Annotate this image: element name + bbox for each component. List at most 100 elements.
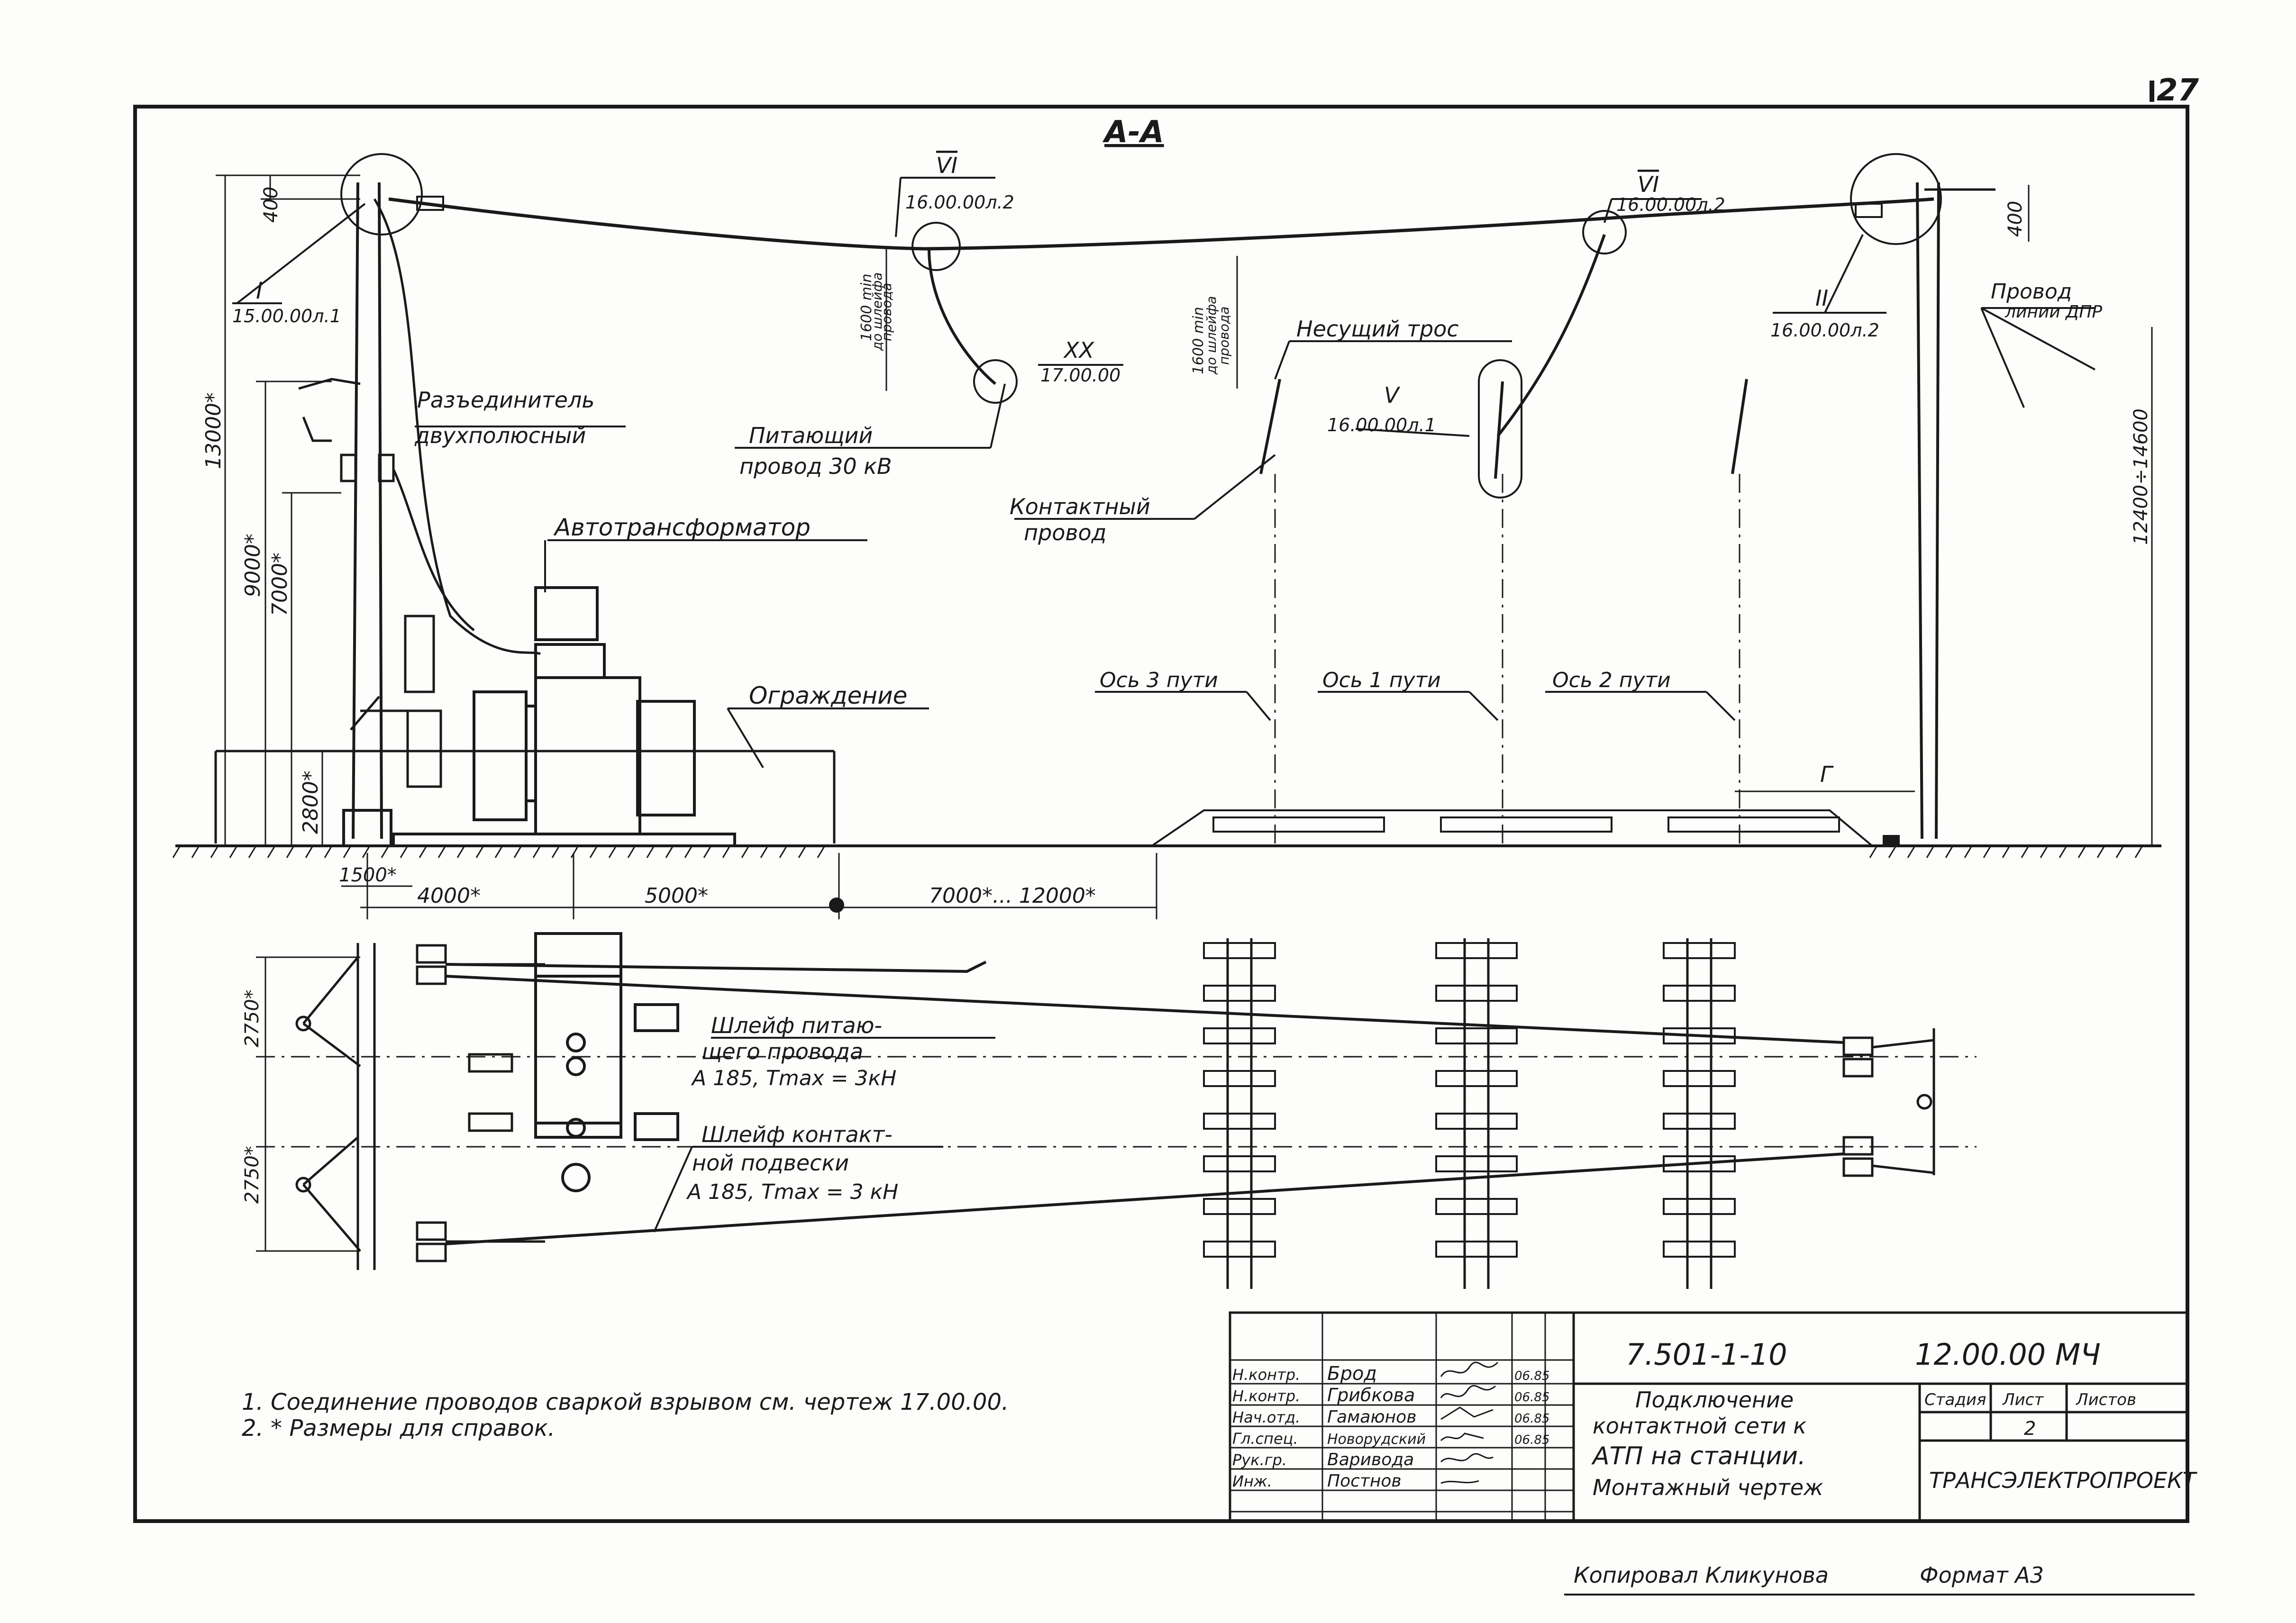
footer-copied: Копировал Кликунова — [1574, 1562, 1829, 1588]
plan-contact-loop-2: ной подвески — [692, 1150, 849, 1176]
insulator-left — [416, 196, 444, 211]
label-axis-2: Ось 2 пути — [1552, 668, 1671, 692]
plan-contact-leader-2 — [653, 1146, 693, 1233]
tb-role-2: Нач.отд. — [1232, 1408, 1300, 1426]
callout-5-num: XX — [1063, 337, 1095, 363]
track-axes — [1274, 474, 1740, 843]
signatures — [1440, 1361, 1499, 1484]
label-fence: Ограждение — [749, 682, 907, 709]
label-disconnector-1: Разъединитель — [417, 387, 594, 413]
detail-circle-4 — [1850, 153, 1942, 245]
detail-circle-2 — [911, 222, 961, 271]
switch-drive — [350, 615, 442, 788]
tb-date-1: 06.85 — [1514, 1390, 1549, 1405]
callout-2-ref: 16.00.00л.2 — [905, 192, 1014, 213]
callout-4-num: II — [1815, 285, 1828, 311]
note-2: 2. * Размеры для справок. — [242, 1415, 555, 1442]
dim-right-height: 12400÷14600 — [2130, 408, 2152, 545]
dim-5000: 5000* — [645, 884, 708, 908]
dimension-lines-left — [216, 174, 1157, 919]
label-gauge: Г — [1820, 762, 1834, 787]
right-pole — [1883, 182, 1940, 847]
sleepers-elevation — [1204, 809, 1840, 833]
tb-title-1: Подключение — [1635, 1387, 1794, 1413]
feeder-drop-right — [1496, 234, 1606, 437]
dim-400: 400 — [260, 187, 282, 223]
plan-contact-loop-3: А 185, Tmax = 3 кН — [686, 1180, 898, 1204]
plan-dimension-lines — [256, 956, 360, 1252]
label-feeder-1: Питающий — [749, 423, 873, 448]
sag-note-left-c: провода — [879, 283, 894, 341]
tb-title-4: Монтажный чертеж — [1593, 1475, 1823, 1500]
tb-drawing-code: 12.00.00 МЧ — [1915, 1337, 2101, 1372]
plan-contact-loop-1: Шлейф контакт- — [702, 1122, 893, 1147]
label-axis-3: Ось 3 пути — [1100, 668, 1218, 692]
plan-right-pole — [1842, 1028, 1935, 1177]
title-block-grid — [1229, 1311, 2189, 1523]
label-contact-1: Контактный — [1010, 494, 1150, 519]
tb-name-5: Постнов — [1327, 1471, 1402, 1491]
ground-hatching — [172, 845, 2143, 858]
sag-dimensions — [885, 249, 1238, 391]
tb-sheets-hdr: Листов — [2075, 1390, 2136, 1409]
callout-6-ref: 16.00.00л.1 — [1327, 415, 1436, 435]
track-ballast — [1151, 809, 1873, 847]
label-contact-2: провод — [1024, 520, 1106, 545]
tb-role-0: Н.контр. — [1232, 1366, 1300, 1384]
callout-3-ref: 16.00.00л.2 — [1616, 194, 1725, 215]
tb-role-4: Рук.гр. — [1232, 1451, 1287, 1469]
plan-dim-2750-a: 2750* — [241, 989, 263, 1047]
tb-role-3: Гл.спец. — [1232, 1430, 1298, 1448]
tb-name-0: Брод — [1327, 1363, 1377, 1385]
tb-date-3: 06.85 — [1514, 1433, 1549, 1447]
tb-role-1: Н.контр. — [1232, 1387, 1300, 1405]
dim-13000: 13000* — [201, 392, 226, 469]
dim-7000: 7000* — [268, 553, 292, 616]
plan-left-pole — [295, 943, 376, 1270]
drawing-frame — [133, 105, 2189, 1523]
tb-name-3: Новорудский — [1327, 1431, 1426, 1448]
sag-note-left-b: до шлейфа — [869, 272, 885, 351]
dim-right-400: 400 — [2004, 201, 2026, 237]
footer-format: Формат А3 — [1920, 1562, 2044, 1588]
plan-sleepers — [1203, 942, 1736, 1258]
label-feeder-2: провод 30 кВ — [739, 453, 892, 479]
tb-name-1: Грибкова — [1327, 1385, 1415, 1405]
callout-1-num: I — [256, 278, 263, 304]
note-1: 1. Соединение проводов сваркой взрывом с… — [242, 1389, 1009, 1415]
callout-3-num: VI — [1638, 172, 1659, 197]
tb-sheet-val: 2 — [2024, 1418, 2036, 1440]
callout-5-ref: 17.00.00 — [1040, 365, 1121, 386]
page-number: 27 — [2157, 73, 2199, 108]
dropper-right — [1731, 379, 1748, 474]
dropper-left — [1259, 379, 1281, 474]
callout-2-num: VI — [936, 153, 957, 178]
feeder-left-pole — [373, 198, 541, 655]
dimension-lines-right — [1735, 185, 2153, 846]
plan-autotransformer — [534, 932, 679, 1192]
catenary-wire — [388, 197, 1934, 251]
dim-2800: 2800* — [299, 771, 323, 834]
tb-title-2: контактной сети к — [1593, 1413, 1806, 1439]
tb-date-2: 06.85 — [1514, 1412, 1549, 1426]
insulator-right — [1855, 203, 1883, 218]
dim-9000: 9000* — [241, 534, 265, 597]
tb-stage-hdr: Стадия — [1924, 1390, 1986, 1409]
plan-feeder-loop-3: А 185, Tmax = 3кН — [691, 1066, 896, 1090]
detail-circle-1 — [340, 153, 423, 236]
plan-insulators-left — [416, 944, 545, 1262]
callout-6-num: V — [1384, 382, 1401, 408]
tb-name-4: Варивода — [1327, 1450, 1414, 1469]
sag-note-right-c: провода — [1216, 307, 1232, 365]
tb-organization: ТРАНСЭЛЕКТРОПРОЕКТ — [1929, 1468, 2198, 1493]
fence — [214, 750, 836, 843]
sag-note-left-a: 1600 min — [858, 274, 875, 341]
callout-4-ref: 16.00.00л.2 — [1770, 320, 1879, 341]
section-label: А-А — [1102, 115, 1164, 150]
label-messenger: Несущий трос — [1296, 316, 1459, 342]
detail-capsule-5 — [1478, 359, 1522, 499]
dropper-center — [1494, 381, 1504, 479]
label-dtr-2: линии ДПР — [2004, 302, 2102, 322]
fence-post-mark — [829, 898, 844, 913]
tb-title-3: АТП на станции. — [1591, 1442, 1806, 1470]
